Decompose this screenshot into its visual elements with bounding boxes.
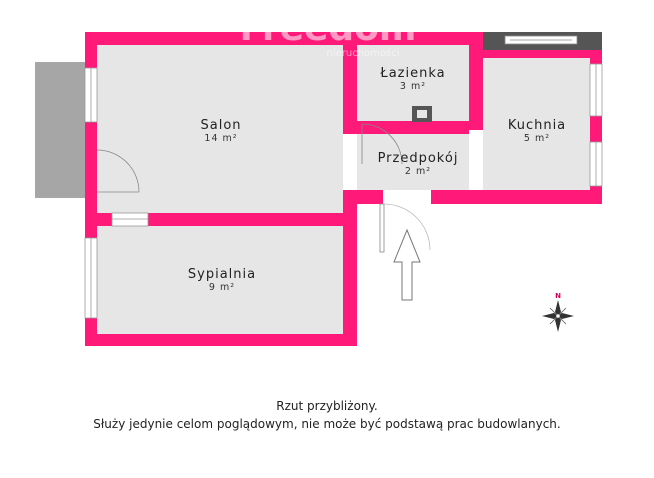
label-kuchnia: Kuchnia	[508, 118, 566, 133]
compass-icon	[542, 300, 574, 332]
balcony	[35, 62, 85, 198]
label-sypialnia: Sypialnia	[188, 267, 256, 282]
windows	[84, 63, 603, 319]
door-lazienka	[361, 123, 403, 165]
room-kuchnia	[483, 58, 590, 190]
area-salon: 14 m²	[204, 133, 237, 144]
compass-north-label: N	[555, 292, 561, 300]
label-przedpokoj: Przedpokój	[378, 151, 459, 166]
entrance-arrow-icon	[393, 228, 421, 301]
caption-line-2: Służy jedynie celom poglądowym, nie może…	[93, 417, 561, 431]
door-salon-balcony	[96, 149, 140, 193]
area-sypialnia: 9 m²	[209, 282, 235, 293]
room-sypialnia	[97, 226, 343, 334]
area-przedpokoj: 2 m²	[405, 166, 431, 177]
door-entrance	[379, 203, 431, 253]
label-lazienka: Łazienka	[379, 66, 445, 81]
room-przedpokoj	[357, 134, 469, 190]
watermark-brand: Freedom	[240, 8, 417, 49]
room-salon	[97, 45, 343, 213]
area-lazienka: 3 m²	[400, 81, 426, 92]
label-salon: Salon	[200, 118, 241, 133]
area-kuchnia: 5 m²	[524, 133, 550, 144]
watermark-subtitle: nieruchomości	[326, 47, 399, 59]
caption-line-1: Rzut przybliżony.	[276, 399, 378, 413]
